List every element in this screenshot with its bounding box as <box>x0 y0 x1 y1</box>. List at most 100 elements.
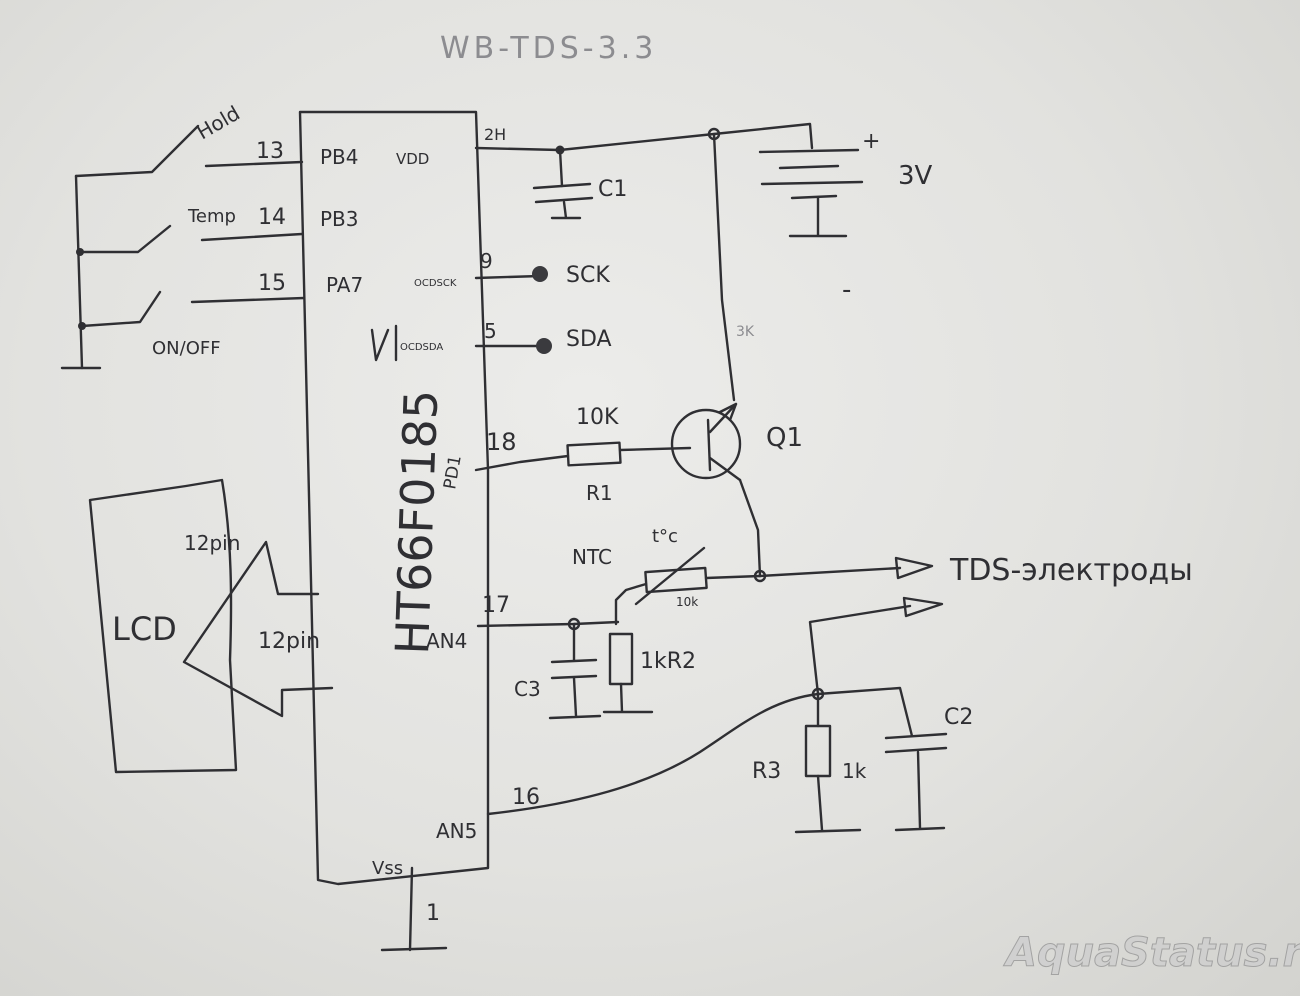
lcd-label: LCD <box>112 610 177 648</box>
ntc-temp: t°c <box>652 526 678 547</box>
pin-num-vdd: 2H <box>484 125 506 144</box>
ntc-arrow <box>634 546 706 606</box>
r3-value: 1k <box>842 759 867 783</box>
pin-label-ocdsda: OCDSDA <box>400 342 443 353</box>
pin-label-ocdsck: OCDSCK <box>414 278 457 289</box>
battery-plate-3 <box>760 180 864 186</box>
r3-resistor <box>804 724 832 778</box>
schematic-title: WB-TDS-3.3 <box>440 31 657 66</box>
c2-bottom-lead <box>894 750 946 832</box>
q1-collector-wire <box>738 478 762 578</box>
c3-lead-bottom <box>548 676 602 720</box>
pd1-wire <box>474 454 570 472</box>
mcu-body <box>298 110 490 886</box>
pin-num-an5: 16 <box>512 785 540 810</box>
r1-resistor <box>566 441 622 467</box>
pin-num-sck: 9 <box>480 249 493 273</box>
electrode-label: TDS-электроды <box>949 553 1193 588</box>
lcd-pins-top: 12pin <box>184 531 240 555</box>
mcu-glyph-mark <box>370 324 398 362</box>
r3-label: R3 <box>752 759 781 784</box>
switch-common-rail <box>74 174 84 370</box>
c2-top-wire <box>816 686 914 738</box>
q1-emitter-arrow <box>718 402 738 422</box>
ntc-resistor <box>644 566 708 594</box>
pin-num-pb3: 14 <box>258 205 286 230</box>
pin-label-an5: AN5 <box>436 819 477 843</box>
electrode-1-arrow <box>894 556 934 580</box>
r2-label: 1kR2 <box>640 649 696 674</box>
q1-emitter-wire <box>712 132 736 402</box>
battery-lead-bottom <box>788 196 848 238</box>
vdd-wire <box>474 122 814 152</box>
ntc-value: 10k <box>676 595 698 609</box>
watermark: AquaStatus.ru <box>1003 930 1300 976</box>
an5-wire <box>486 692 820 816</box>
q1-label: Q1 <box>766 423 803 453</box>
electrode-2-arrow <box>902 596 944 618</box>
q1-body <box>670 408 742 480</box>
q1-collector <box>708 456 742 482</box>
switch-onoff-wire <box>80 290 162 328</box>
r2-resistor <box>608 632 634 686</box>
switch-temp-label: Temp <box>187 206 236 227</box>
pin-num-pa7: 15 <box>258 271 286 296</box>
c1-lead-bottom <box>550 200 582 220</box>
c2-label: C2 <box>944 705 973 730</box>
ntc-left-wire <box>614 582 648 626</box>
battery-plate-4 <box>790 194 838 200</box>
ntc-right-wire <box>704 574 762 580</box>
battery-plus: + <box>862 129 880 154</box>
r2-lead-bottom <box>602 682 654 714</box>
q1-emitter <box>708 402 738 434</box>
pin-num-pb4: 13 <box>256 139 284 164</box>
r1-label: R1 <box>586 481 613 505</box>
pin-label-pa7: PA7 <box>326 273 363 297</box>
switch-onoff-label: ON/OFF <box>152 338 221 359</box>
c2-plate-bottom <box>884 746 948 754</box>
c2-plate-top <box>884 732 948 740</box>
c1-lead-top <box>558 148 564 188</box>
c3-label: C3 <box>514 677 541 701</box>
mcu-part-label: HT66F0185 <box>385 389 448 655</box>
pin-num-sda: 5 <box>484 319 497 343</box>
electrode-2-wire <box>808 604 912 696</box>
battery-minus: - <box>842 275 851 305</box>
sda-label: SDA <box>566 327 612 352</box>
sck-wire <box>474 274 542 280</box>
battery-plate-2 <box>778 164 840 170</box>
switch-onoff-contact <box>190 296 306 304</box>
c1-plate-bottom <box>534 196 594 204</box>
battery-voltage: 3V <box>898 161 933 191</box>
electrode-1-wire <box>758 566 902 578</box>
c1-plate-top <box>532 182 592 190</box>
pin-label-vss: Vss <box>372 858 403 879</box>
an4-wire <box>476 620 620 628</box>
pin-num-an4: 17 <box>482 593 510 618</box>
battery-plate-1 <box>758 148 860 154</box>
r1-to-base-wire <box>618 446 692 452</box>
pin-num-vss: 1 <box>426 901 440 926</box>
switch-temp-contact <box>200 232 304 242</box>
c1-label: C1 <box>598 177 627 202</box>
pin-label-pb4: PB4 <box>320 145 359 169</box>
pin-label-vdd: VDD <box>396 150 429 168</box>
c3-plate-top <box>550 658 598 664</box>
sda-pad <box>536 338 552 354</box>
vss-ground <box>380 946 448 952</box>
ntc-label: NTC <box>572 545 612 569</box>
pin-label-an4: AN4 <box>426 629 467 653</box>
q1-base-note: 3K <box>736 324 755 340</box>
lcd-body <box>88 478 238 774</box>
pin-num-pd1: 18 <box>486 428 517 456</box>
switch-hold-wire <box>74 124 200 178</box>
switch-hold-label: Hold <box>193 101 244 145</box>
pin-label-pb3: PB3 <box>320 207 359 231</box>
q1-base-bar <box>706 418 712 472</box>
r3-bottom-lead <box>794 774 862 834</box>
sck-label: SCK <box>566 263 610 288</box>
sck-pad <box>532 266 548 282</box>
switch-temp-wire <box>78 224 172 254</box>
